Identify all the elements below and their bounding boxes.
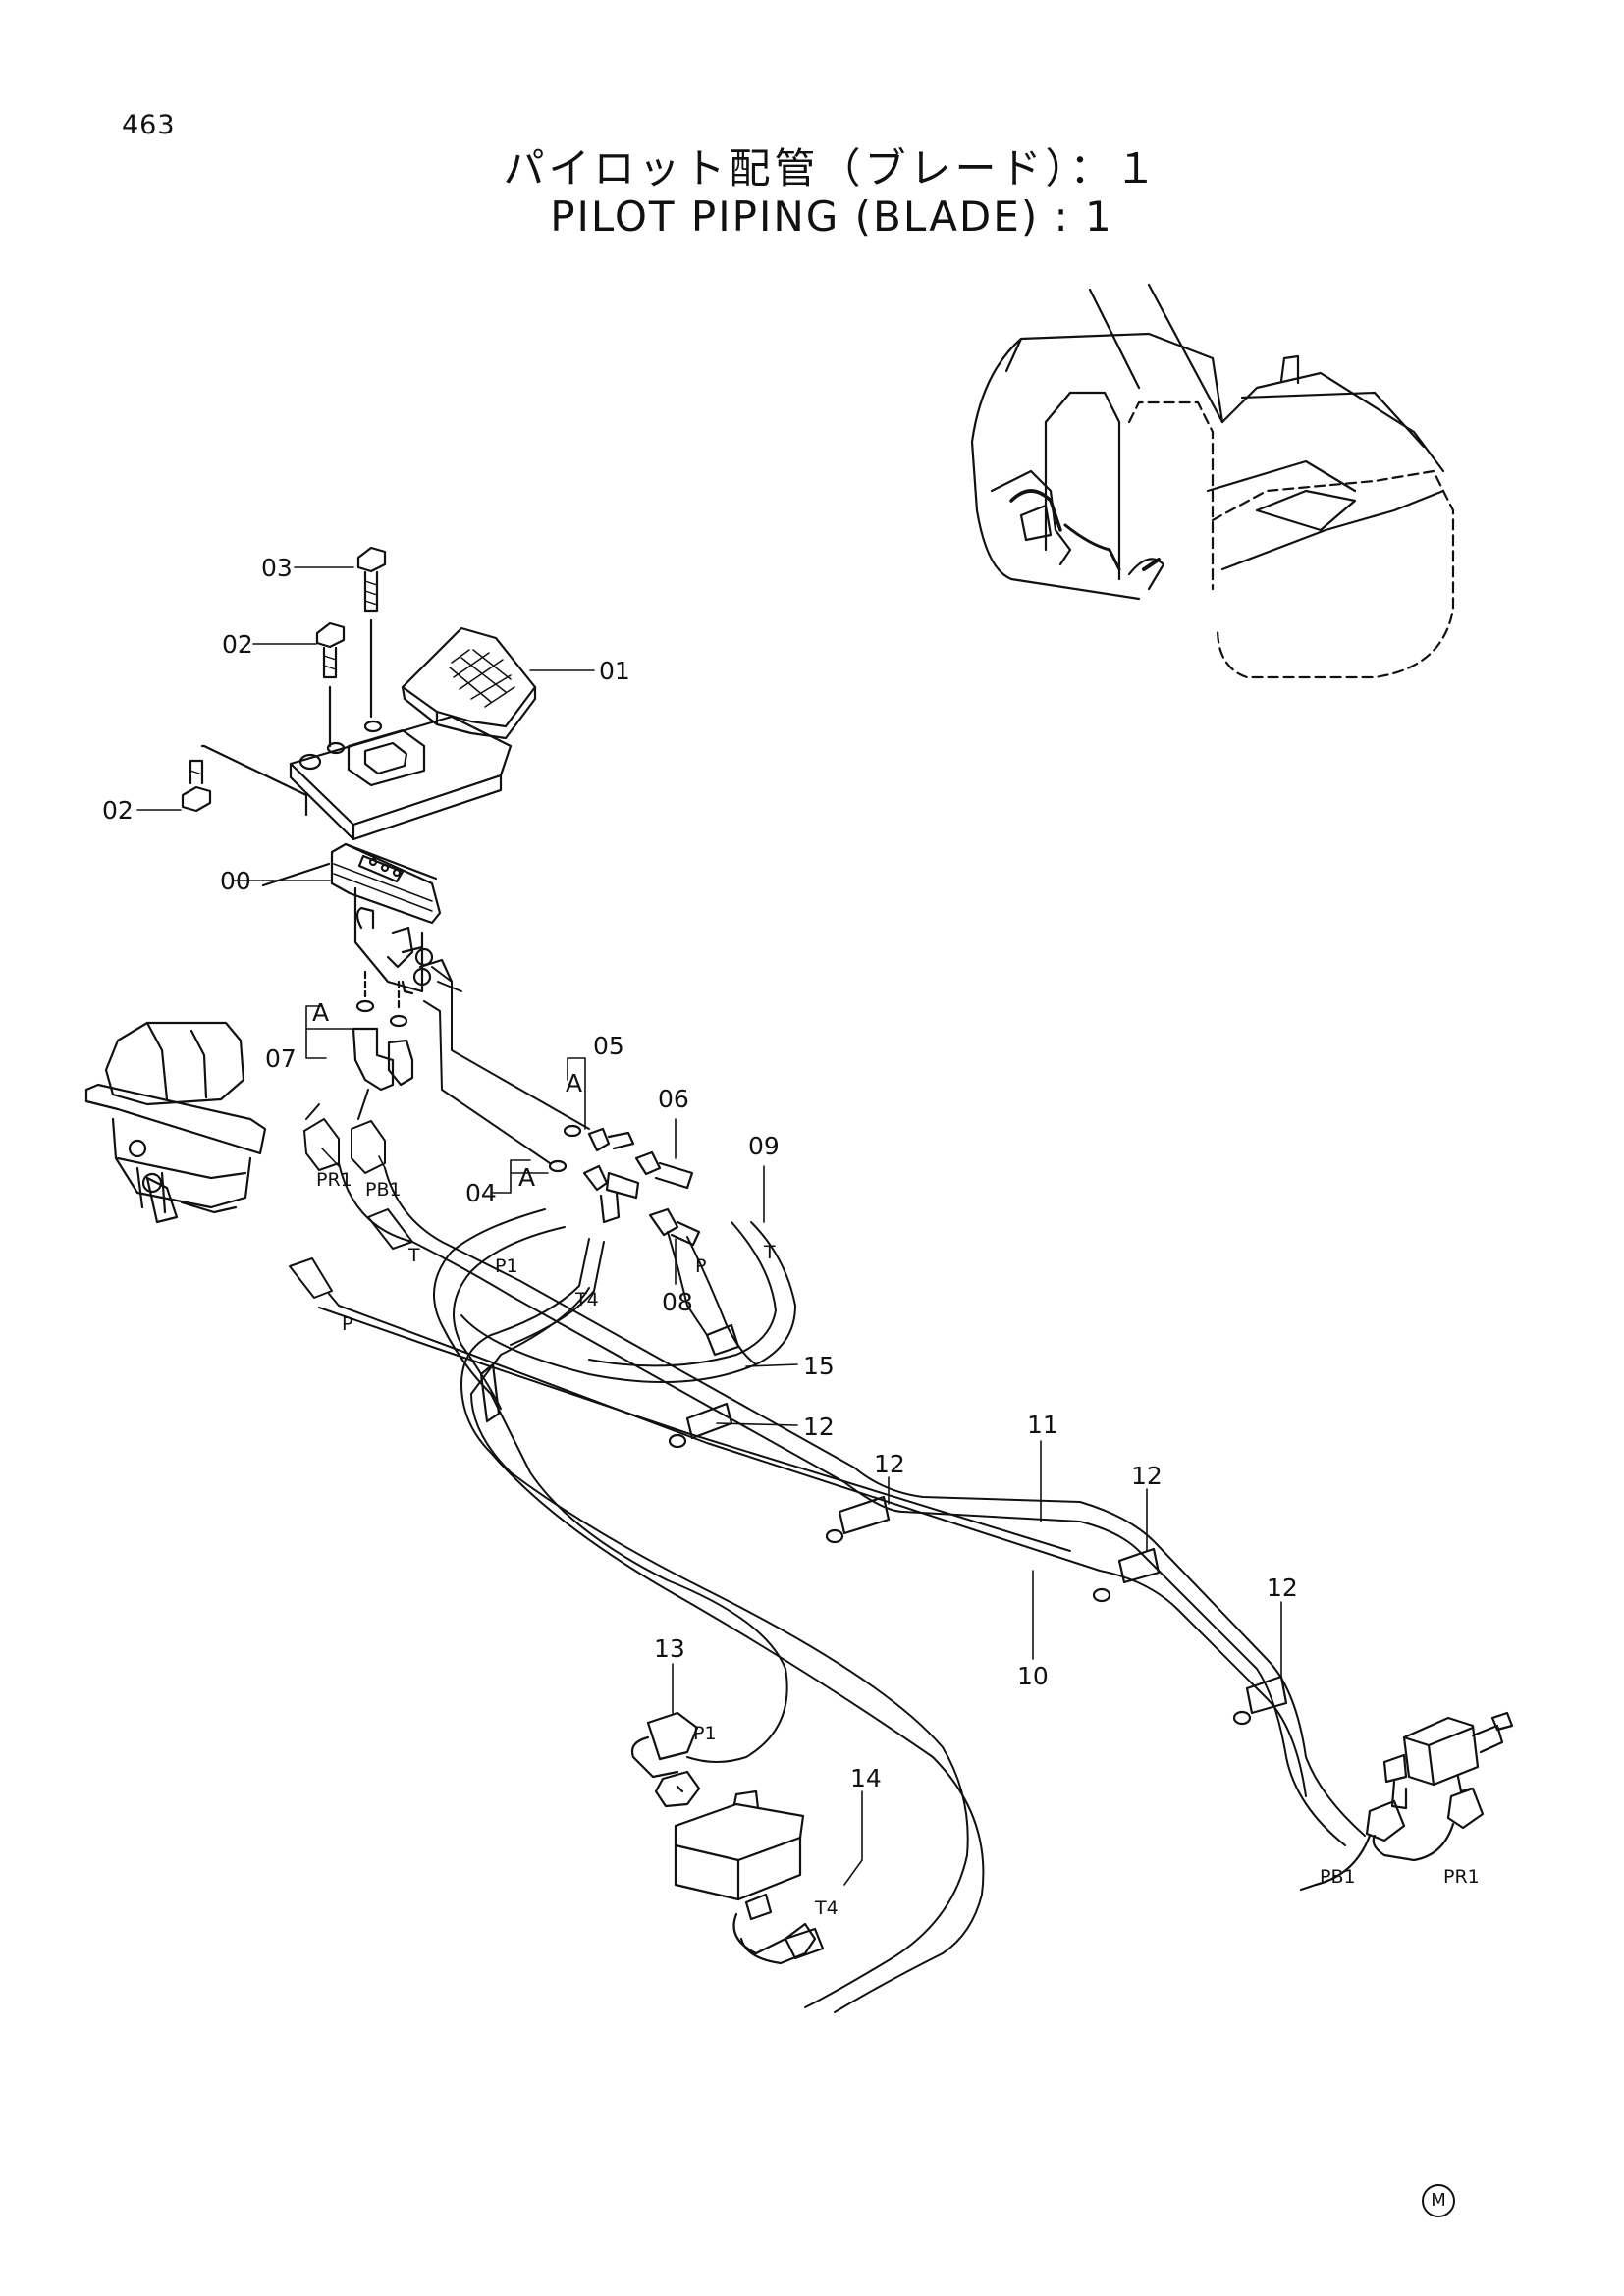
page-number: 463 — [122, 110, 176, 140]
hose-runs — [289, 966, 1366, 2013]
ref-a-05: A — [566, 1069, 582, 1097]
reference-letters: A A A — [312, 998, 582, 1192]
callout-09: 09 — [748, 1132, 780, 1160]
callout-05: 05 — [593, 1032, 624, 1060]
right-blade-valve — [1299, 1711, 1514, 1892]
lower-fittings — [630, 1711, 825, 1965]
port-t-left: T — [407, 1245, 420, 1266]
port-pr1-right: PR1 — [1443, 1866, 1480, 1888]
callout-12-a: 12 — [803, 1413, 835, 1441]
port-p1-lower: P1 — [693, 1723, 717, 1744]
ref-a-07: A — [312, 998, 329, 1027]
callout-04: 04 — [465, 1179, 497, 1207]
callout-11: 11 — [1027, 1411, 1058, 1439]
callout-numbers: 03 02 01 02 00 07 05 06 09 04 08 15 12 1… — [102, 554, 1298, 1792]
port-pb1-left: PB1 — [365, 1179, 402, 1201]
callout-10: 10 — [1017, 1662, 1049, 1690]
port-p1-center: P1 — [495, 1255, 518, 1277]
fittings-04-05-06-08 — [548, 1124, 701, 1247]
callout-08: 08 — [662, 1288, 693, 1316]
callout-03: 03 — [261, 554, 293, 582]
callout-12-c: 12 — [1131, 1462, 1163, 1490]
port-t-center: T — [763, 1242, 776, 1263]
callout-15: 15 — [803, 1352, 835, 1380]
callout-12-d: 12 — [1267, 1574, 1298, 1602]
ref-a-04: A — [518, 1163, 535, 1192]
left-control-valve — [84, 1021, 267, 1224]
pedal-valve-assembly — [181, 546, 537, 995]
excavator-location-inset — [970, 283, 1455, 679]
callout-13: 13 — [654, 1634, 685, 1663]
callout-07: 07 — [265, 1044, 297, 1073]
title-japanese: パイロット配管（ブレード）：１ — [503, 144, 1161, 192]
leader-lines — [136, 566, 1282, 1886]
callout-01: 01 — [599, 657, 630, 685]
port-pr1-left: PR1 — [316, 1169, 352, 1191]
port-labels: PR1 PB1 T P P1 T4 P T P1 T4 PB1 PR1 — [316, 1169, 1480, 1919]
callout-14: 14 — [850, 1764, 882, 1792]
fittings-07 — [352, 970, 414, 1092]
callout-02-lower: 02 — [102, 796, 134, 825]
callout-00: 00 — [220, 867, 251, 895]
manufacturer-mark: M — [1422, 2184, 1455, 2217]
port-p-left: P — [342, 1313, 352, 1335]
port-pb1-right: PB1 — [1320, 1866, 1356, 1888]
callout-02-upper: 02 — [222, 630, 253, 659]
port-t4-center: T4 — [574, 1289, 599, 1310]
title-english: PILOT PIPING (BLADE) : 1 — [550, 192, 1113, 240]
port-t4-lower: T4 — [814, 1897, 839, 1919]
callout-12-b: 12 — [874, 1450, 905, 1478]
hose-clamps — [479, 1323, 1288, 1726]
port-p-center: P — [695, 1255, 706, 1277]
callout-06: 06 — [658, 1085, 689, 1113]
